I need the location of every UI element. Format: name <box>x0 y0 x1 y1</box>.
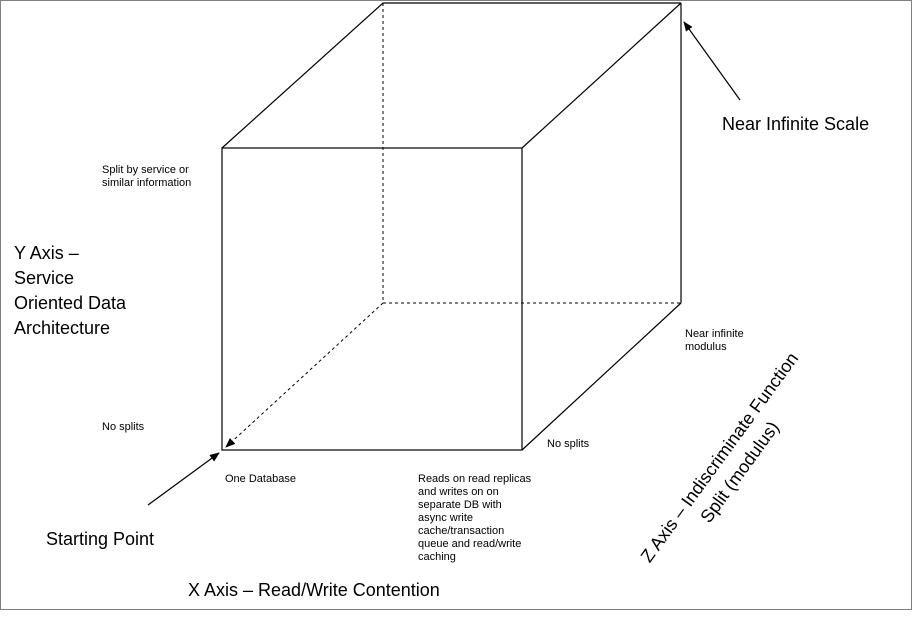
x-axis-max-label: Reads on read replicas and writes on on … <box>418 473 532 563</box>
cube-front-face <box>221 147 523 451</box>
z-axis-max-label: Near infinite modulus <box>685 328 744 353</box>
x-axis-origin-label: One Database <box>225 473 296 485</box>
y-axis-title: Y Axis – Service Oriented Data Architect… <box>14 243 127 338</box>
near-infinite-scale-arrow <box>683 21 741 101</box>
cube-top-right-edge <box>521 2 682 149</box>
starting-point-arrow <box>147 452 220 506</box>
y-axis-max-label: Split by service or similar information <box>102 164 192 189</box>
x-axis-title: X Axis – Read/Write Contention <box>188 580 440 600</box>
cube-hidden-depth-edge <box>225 302 384 448</box>
y-axis-origin-label: No splits <box>102 421 145 433</box>
cube-bottom-right-edge <box>521 302 682 451</box>
near-infinite-scale-label: Near Infinite Scale <box>722 114 870 134</box>
cube-top-left-edge <box>221 2 384 149</box>
z-axis-origin-label: No splits <box>547 438 590 450</box>
starting-point-label: Starting Point <box>46 529 155 549</box>
